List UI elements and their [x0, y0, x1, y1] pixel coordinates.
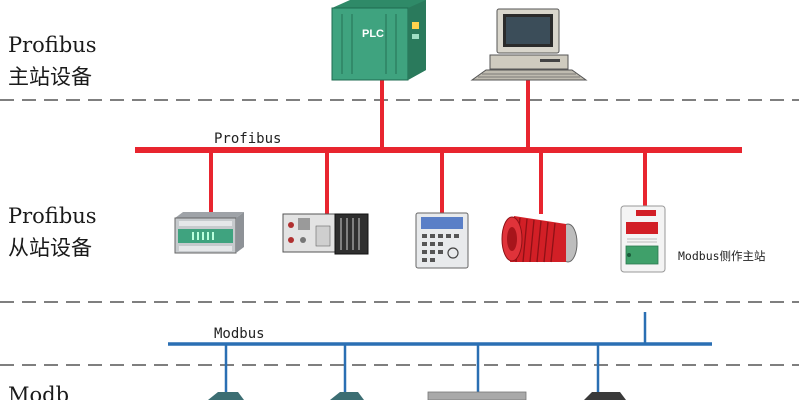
zone-separators: [0, 99, 799, 366]
io-module-icon: [174, 212, 244, 254]
modbus-bus-label: Modbus: [214, 326, 265, 342]
modbus-device-3: [427, 391, 527, 400]
gateway-device-icon: [620, 205, 666, 273]
master-zone-label-line2: 主站设备: [8, 65, 92, 89]
profibus-drop-lines: [209, 78, 647, 214]
plc-rack-icon: PLC: [331, 0, 426, 81]
modbus-device-1: [208, 392, 244, 400]
slave-zone-label-line1: Profibus: [8, 204, 97, 228]
modbus-slave-devices: [208, 391, 626, 400]
io-rack-icon: [282, 213, 369, 255]
keypad-panel-icon: [415, 212, 469, 269]
slave-zone-label-line2: 从站设备: [8, 236, 92, 260]
red-motor-icon: [501, 216, 578, 263]
desktop-computer-icon: [470, 8, 588, 81]
modbus-drop-lines: [224, 312, 647, 400]
profibus-bus-label: Profibus: [214, 131, 281, 147]
modbus-device-4: [584, 392, 626, 400]
plc-label: PLC: [362, 28, 384, 40]
modbus-device-2: [330, 392, 364, 400]
master-zone-label-line1: Profibus: [8, 33, 97, 57]
gateway-caption: Modbus侧作主站: [678, 249, 766, 263]
modbus-zone-label-line1: Modb: [8, 383, 69, 400]
